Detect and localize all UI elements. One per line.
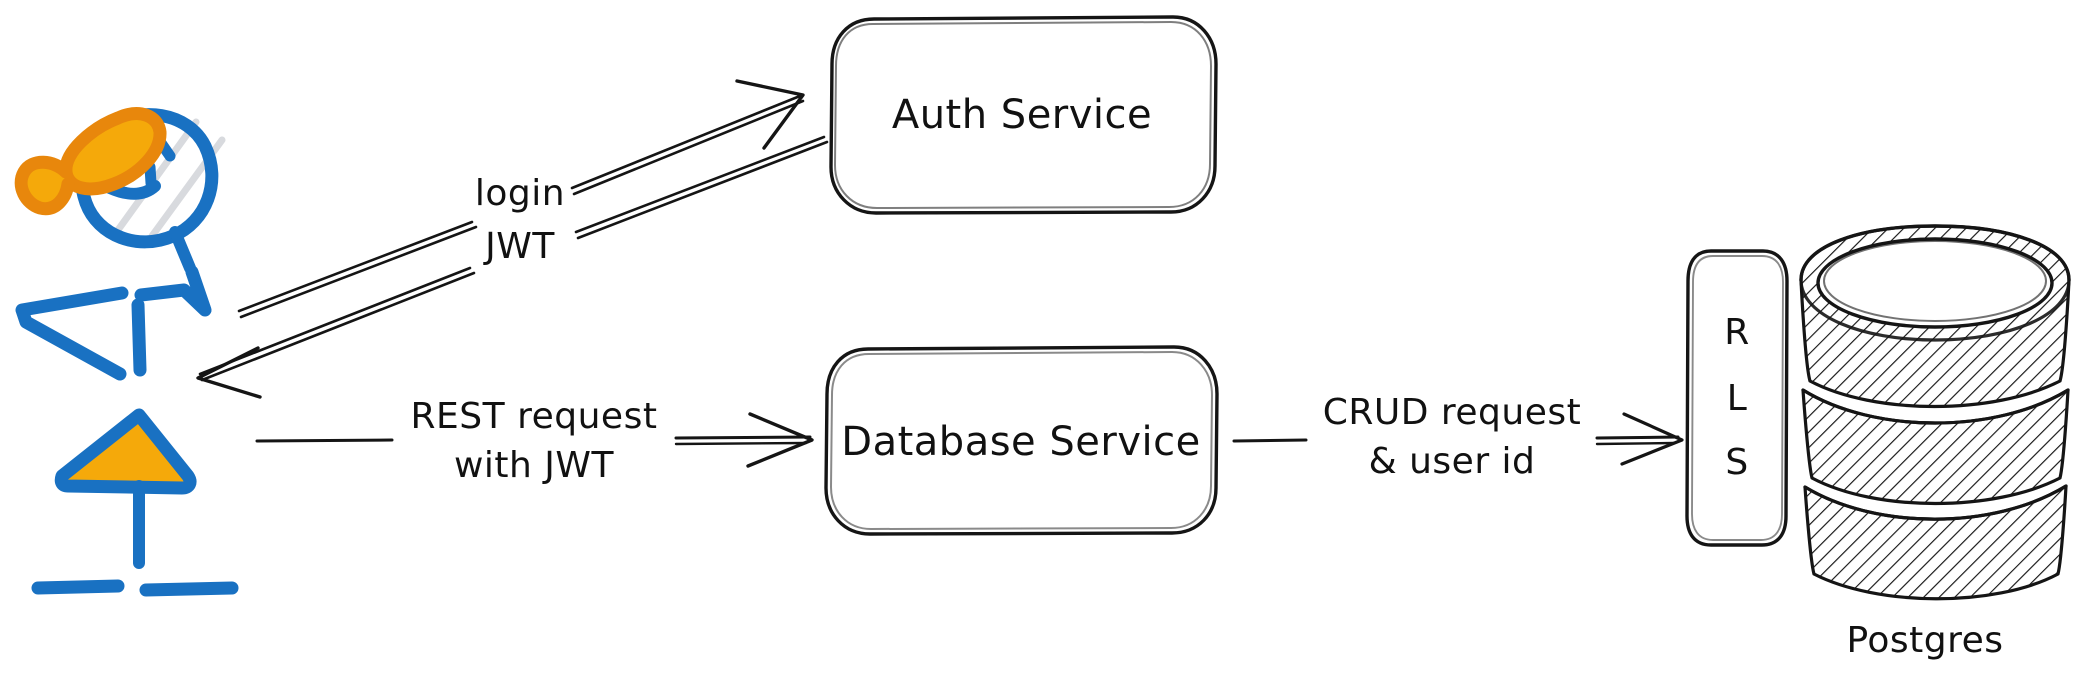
torso (131, 298, 147, 377)
neck (169, 226, 196, 274)
edge-crud: CRUD request & user id (1232, 392, 1684, 482)
hair-bow (14, 107, 167, 216)
skirt (60, 418, 185, 482)
node-rls-letter-s: S (1725, 442, 1748, 483)
right-arm (134, 265, 212, 317)
left-arm (15, 286, 129, 381)
skirt-outline (54, 408, 197, 495)
node-postgres[interactable]: Postgres (1799, 224, 2071, 661)
node-rls-letter-l: L (1727, 378, 1748, 419)
edge-jwt-label: JWT (483, 226, 555, 267)
right-foot (139, 581, 239, 597)
edge-crud-label-line1: CRUD request (1323, 392, 1582, 433)
edge-rest-label-line1: REST request (411, 396, 658, 437)
edge-crud-label-line2: & user id (1369, 441, 1536, 482)
nose (144, 161, 157, 189)
db-top-rim-inner (1823, 240, 2047, 322)
edge-rest: REST request with JWT (255, 396, 814, 486)
user-stick-figure (14, 107, 239, 597)
edge-jwt: JWT (196, 135, 829, 399)
node-rls[interactable]: R L S (1685, 249, 1789, 547)
node-database-service-label: Database Service (841, 419, 1200, 465)
node-auth-service-label: Auth Service (892, 92, 1152, 138)
edge-login: login (237, 79, 805, 319)
node-database-service[interactable]: Database Service (824, 345, 1219, 536)
node-auth-service[interactable]: Auth Service (829, 15, 1218, 215)
edge-login-label: login (475, 173, 565, 214)
node-rls-letter-r: R (1724, 312, 1750, 353)
edge-rest-label-line2: with JWT (454, 445, 615, 486)
left-foot (31, 579, 125, 595)
node-postgres-label: Postgres (1846, 620, 2003, 661)
